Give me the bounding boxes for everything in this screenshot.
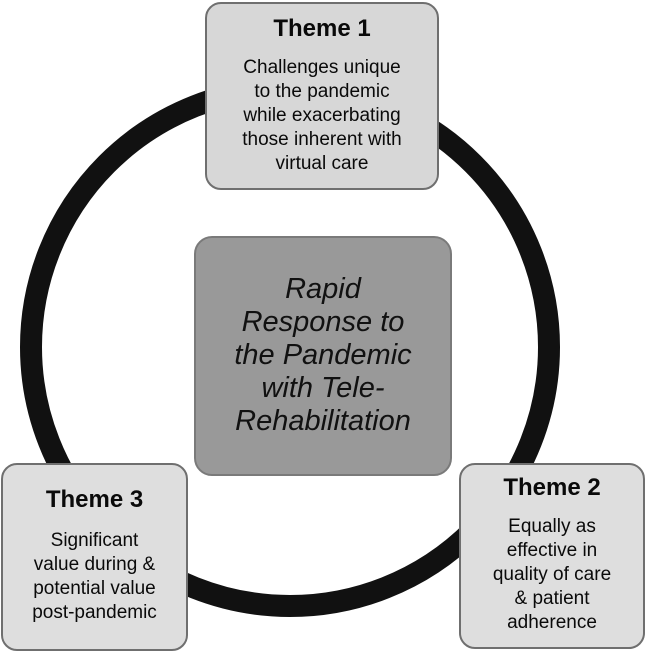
theme-2-box: Theme 2 Equally as effective in quality …	[459, 463, 645, 649]
central-concept-text: Rapid Response to the Pandemic with Tele…	[234, 273, 411, 438]
theme-2-line: adherence	[507, 612, 597, 633]
theme-3-line: value during &	[33, 554, 156, 575]
theme-1-line: to the pandemic	[254, 81, 390, 102]
center-line: Rapid	[285, 272, 361, 305]
theme-2-line: Equally as	[508, 516, 596, 537]
theme-3-description: Significant value during & potential val…	[3, 529, 186, 625]
theme-2-title: Theme 2	[503, 474, 601, 501]
center-line: the Pandemic	[234, 338, 412, 371]
theme-1-box: Theme 1 Challenges unique to the pandemi…	[205, 2, 439, 190]
theme-3-line: post-pandemic	[32, 602, 157, 623]
theme-1-line: those inherent with	[242, 129, 402, 150]
theme-1-title: Theme 1	[273, 15, 371, 42]
theme-3-box: Theme 3 Significant value during & poten…	[1, 463, 188, 651]
theme-2-line: effective in	[506, 540, 598, 561]
theme-1-line: while exacerbating	[243, 105, 401, 126]
center-line: with Tele-	[261, 371, 385, 404]
theme-3-line: Significant	[50, 530, 139, 551]
theme-1-line: virtual care	[275, 153, 369, 174]
center-line: Rehabilitation	[235, 404, 411, 437]
theme-1-line: Challenges unique	[243, 57, 401, 78]
theme-3-title: Theme 3	[45, 486, 144, 513]
center-line: Response to	[241, 305, 405, 338]
theme-3-line: potential value	[33, 578, 156, 599]
central-concept-box: Rapid Response to the Pandemic with Tele…	[194, 236, 452, 476]
theme-2-line: & patient	[514, 588, 590, 609]
theme-2-line: quality of care	[492, 564, 612, 585]
theme-2-description: Equally as effective in quality of care …	[461, 515, 643, 635]
theme-1-description: Challenges unique to the pandemic while …	[207, 56, 437, 176]
